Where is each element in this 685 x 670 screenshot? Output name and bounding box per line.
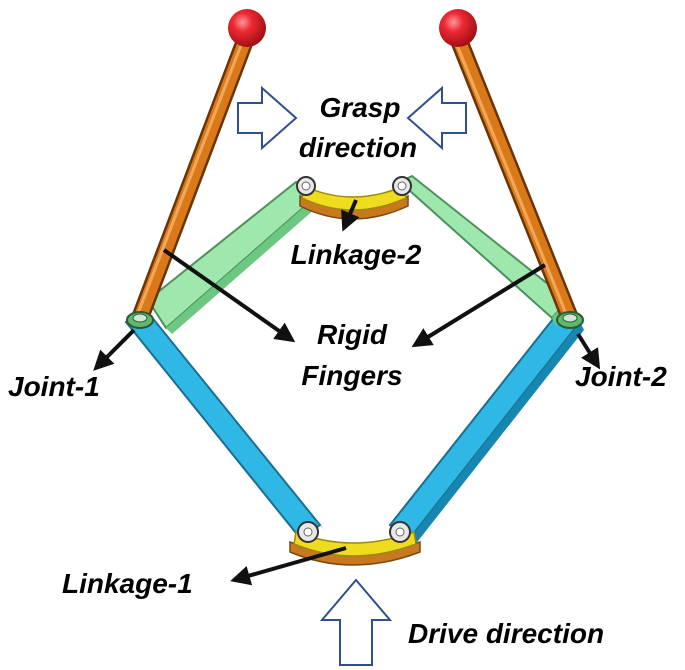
joint-1-label: Joint-1 bbox=[8, 371, 100, 402]
grasp-arrow-right-icon bbox=[237, 85, 298, 151]
pointer-arrow-rigid-right bbox=[411, 263, 547, 348]
joint-2-hinge bbox=[556, 311, 584, 329]
rigid-fingers-label-line1: Rigid bbox=[317, 319, 388, 350]
blue-link-left bbox=[124, 308, 326, 540]
joint-1-hinge bbox=[126, 311, 154, 329]
pointer-arrow-rigid-left bbox=[162, 248, 296, 343]
blue-link-right bbox=[388, 308, 584, 546]
linkage-1-label: Linkage-1 bbox=[62, 568, 193, 599]
grasp-arrow-left-icon bbox=[406, 85, 467, 151]
grasp-label-line2: direction bbox=[299, 132, 417, 163]
drive-direction-label: Drive direction bbox=[408, 618, 604, 649]
linkage-2-label: Linkage-2 bbox=[291, 239, 422, 270]
finger-tip-right-ball bbox=[439, 9, 477, 47]
rigid-finger-right bbox=[449, 29, 579, 327]
rigid-finger-left bbox=[131, 29, 255, 327]
pointer-arrow-linkage2 bbox=[341, 199, 360, 232]
pointer-arrow-joint2 bbox=[576, 332, 601, 370]
drive-arrow-up-icon bbox=[319, 578, 393, 666]
linkage-2-part bbox=[296, 176, 412, 220]
joint-2-label: Joint-2 bbox=[575, 361, 667, 392]
pointer-arrow-joint1 bbox=[93, 328, 136, 371]
finger-tip-left-ball bbox=[228, 9, 266, 47]
grasp-label-line1: Grasp bbox=[320, 92, 401, 123]
rigid-fingers-label-line2: Fingers bbox=[301, 360, 402, 391]
pointer-arrow-linkage1 bbox=[230, 546, 347, 586]
